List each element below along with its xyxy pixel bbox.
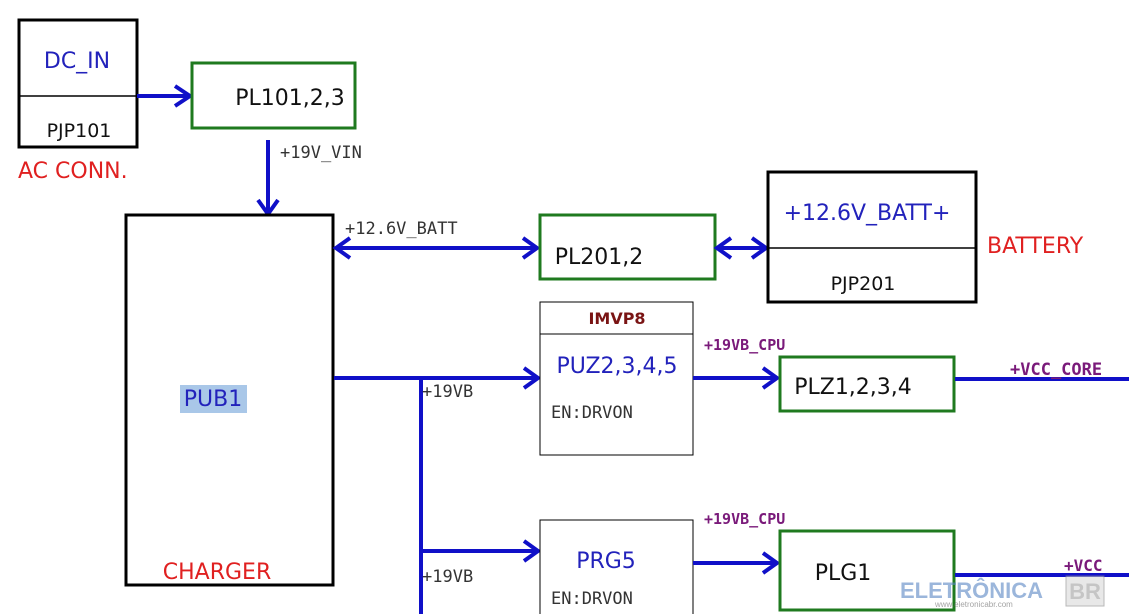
prg5-block: PRG5 EN:DRVON <box>539 519 694 614</box>
watermark-chip-icon <box>1065 575 1105 607</box>
dc-in-title: DC_IN <box>44 49 110 74</box>
plg1-block: PLG1 <box>778 529 956 612</box>
pl101-label: PL101,2,3 <box>235 86 345 111</box>
arrowhead-prg5 <box>522 539 542 563</box>
arrowhead-plg1 <box>761 551 781 575</box>
puz-label: PUZ2,3,4,5 <box>556 354 677 379</box>
pub1-label-highlight <box>180 385 247 413</box>
pl201-label: PL201,2 <box>555 245 644 270</box>
plz-block: PLZ1,2,3,4 <box>778 355 956 413</box>
net-vcc-core-label: +VCC_CORE <box>1010 360 1102 380</box>
net-vb-lower-label: +19VB <box>422 567 473 587</box>
net-batt-label: +12.6V_BATT <box>345 219 458 239</box>
dc-in-block: DC_IN PJP101 <box>17 18 139 149</box>
watermark-brand: ELETRÔNICA <box>900 578 1043 603</box>
plz-label: PLZ1,2,3,4 <box>794 375 912 400</box>
arrowhead-imvp8 <box>522 366 542 390</box>
arrowhead-pl201-left <box>713 236 733 260</box>
prg5-label: PRG5 <box>576 549 636 574</box>
pl201-block: PL201,2 <box>538 213 717 281</box>
pl101-block: PL101,2,3 <box>190 61 357 130</box>
battery-block: +12.6V_BATT+ PJP201 <box>766 170 978 304</box>
arrowhead-batt-right <box>521 236 541 260</box>
arrowhead-pl101 <box>173 84 194 108</box>
arrowhead-batt-left <box>332 236 352 260</box>
watermark-logo: ELETRÔNICA BR www.eletronicabr.com <box>900 575 1105 609</box>
net-vcc-label: +VCC <box>1064 556 1103 575</box>
dc-in-part: PJP101 <box>47 120 112 142</box>
battery-caption: BATTERY <box>987 234 1084 259</box>
arrowhead-battery-right <box>750 236 770 260</box>
net-vb-upper-label: +19VB <box>422 382 473 402</box>
imvp8-header: IMVP8 <box>588 309 645 328</box>
prg5-enable: EN:DRVON <box>551 589 633 609</box>
imvp8-enable: EN:DRVON <box>551 403 633 423</box>
arrowhead-plz <box>761 366 781 390</box>
pub1-label: PUB1 <box>184 387 242 412</box>
watermark-url: www.eletronicabr.com <box>934 600 1013 609</box>
charger-caption: CHARGER <box>163 560 271 585</box>
battery-part: PJP201 <box>831 273 896 295</box>
net-vb-cpu-upper-label: +19VB_CPU <box>704 336 785 354</box>
pub1-block: PUB1 CHARGER <box>124 213 335 587</box>
imvp8-block: IMVP8 PUZ2,3,4,5 EN:DRVON <box>539 301 694 456</box>
watermark-brand-suffix: BR <box>1069 579 1101 604</box>
battery-title: +12.6V_BATT+ <box>784 201 951 226</box>
net-vin-label: +19V_VIN <box>280 143 362 163</box>
net-vb-cpu-lower-label: +19VB_CPU <box>704 510 785 528</box>
ac-conn-caption: AC CONN. <box>18 159 128 184</box>
plg1-label: PLG1 <box>815 561 872 586</box>
